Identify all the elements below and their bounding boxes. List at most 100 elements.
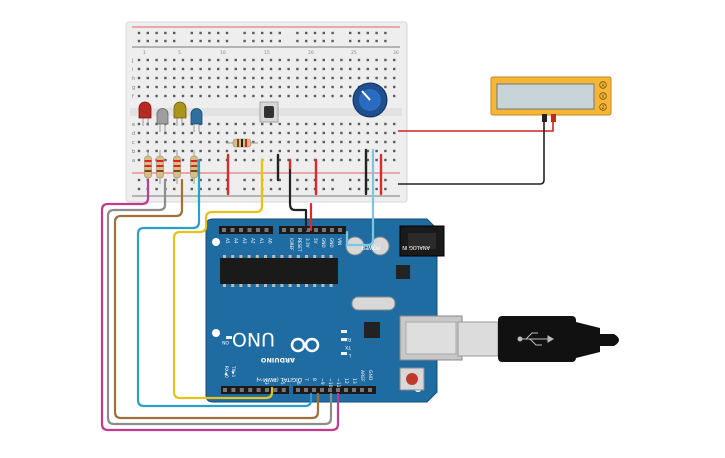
breadboard-hole [225, 149, 229, 153]
probe-red[interactable] [551, 114, 556, 122]
breadboard-hole [296, 158, 299, 162]
breadboard-hole [261, 39, 264, 43]
column-number: 30 [393, 50, 399, 56]
breadboard-hole [357, 122, 361, 126]
breadboard-hole [155, 31, 158, 35]
chip-pin [280, 255, 284, 258]
breadboard-hole [366, 149, 369, 153]
breadboard-hole [137, 149, 141, 153]
capacitor [370, 236, 390, 256]
potentiometer[interactable] [352, 82, 388, 118]
breadboard-hole [305, 58, 308, 62]
breadboard-hole [349, 58, 352, 62]
breadboard-hole [331, 122, 334, 126]
breadboard-hole [366, 187, 369, 191]
breadboard-hole [357, 76, 361, 80]
breadboard-hole [225, 31, 229, 35]
breadboard-hole [146, 85, 149, 89]
chip-pin [313, 255, 317, 258]
breadboard-hole [269, 31, 273, 35]
breadboard-hole [269, 187, 273, 191]
led-yellow[interactable] [173, 101, 187, 126]
terminal-v-icon[interactable] [599, 92, 607, 100]
breadboard-hole [287, 76, 290, 80]
breadboard-hole [269, 140, 273, 144]
header-hole [239, 388, 244, 392]
breadboard-hole [173, 178, 176, 182]
breadboard-hole [384, 39, 387, 43]
breadboard-hole [375, 31, 378, 35]
breadboard-hole [208, 85, 211, 89]
breadboard-hole [137, 178, 141, 182]
resistor-horizontal[interactable] [226, 138, 258, 148]
resistor-band [144, 160, 152, 162]
breadboard-hole [322, 122, 325, 126]
breadboard-hole [164, 140, 167, 144]
reset-button-cap[interactable] [406, 373, 418, 385]
breadboard-hole [296, 187, 299, 191]
breadboard-hole [366, 122, 369, 126]
header-hole [352, 388, 356, 392]
breadboard-hole [225, 85, 229, 89]
breadboard-hole [296, 76, 299, 80]
breadboard-hole [190, 178, 193, 182]
breadboard-hole [384, 178, 387, 182]
probe-black[interactable] [542, 114, 547, 122]
breadboard-hole [225, 39, 229, 43]
breadboard-hole [287, 85, 290, 89]
breadboard-hole [243, 158, 246, 162]
breadboard-hole [173, 122, 176, 126]
breadboard-hole [155, 39, 158, 43]
analog-pin-label: A3 [242, 238, 247, 244]
resistor-band [190, 170, 198, 172]
breadboard-hole [305, 39, 308, 43]
breadboard-hole [225, 122, 229, 126]
chip-pin [329, 284, 333, 287]
breadboard-hole [349, 94, 352, 98]
breadboard-hole [164, 94, 167, 98]
breadboard-hole [375, 178, 378, 182]
breadboard-hole [146, 58, 149, 62]
header-hole [344, 388, 348, 392]
pushbutton[interactable] [259, 101, 279, 123]
breadboard-hole [269, 76, 273, 80]
breadboard-hole [146, 140, 149, 144]
breadboard-hole [278, 187, 281, 191]
breadboard-hole [234, 67, 237, 71]
breadboard-hole [199, 149, 202, 153]
breadboard-hole [225, 140, 229, 144]
breadboard-hole [287, 67, 290, 71]
breadboard-hole [252, 178, 255, 182]
breadboard-hole [305, 187, 308, 191]
breadboard-hole [269, 149, 273, 153]
chip-pin [239, 284, 243, 287]
breadboard-hole [366, 131, 369, 135]
led-red[interactable] [138, 101, 152, 126]
breadboard-hole [287, 149, 290, 153]
breadboard-hole [137, 140, 141, 144]
breadboard-hole [243, 149, 246, 153]
breadboard-hole [243, 39, 246, 43]
chip-pin [296, 255, 300, 258]
terminal-com-icon[interactable] [599, 103, 607, 111]
terminal-a-icon[interactable] [599, 81, 607, 89]
breadboard-hole [357, 58, 361, 62]
breadboard-hole [217, 178, 220, 182]
usb-cable[interactable] [457, 316, 619, 362]
chip-pin [280, 284, 284, 287]
breadboard-hole [190, 94, 193, 98]
breadboard-hole [155, 58, 158, 62]
resistor-band [173, 170, 181, 172]
multimeter[interactable]: A V Z [490, 76, 612, 122]
breadboard-hole [173, 131, 176, 135]
breadboard-hole [313, 31, 317, 35]
breadboard-hole [261, 76, 264, 80]
breadboard-hole [393, 122, 396, 126]
breadboard-hole [322, 158, 325, 162]
led-blue[interactable] [190, 108, 203, 132]
brand-label: ARDUINO [260, 356, 295, 364]
arduino-uno[interactable]: UNO ARDUINO DIGITAL (PWM~) POWER ANALOG … [205, 218, 463, 403]
header-hole [281, 388, 286, 392]
led-gray[interactable] [156, 108, 169, 132]
